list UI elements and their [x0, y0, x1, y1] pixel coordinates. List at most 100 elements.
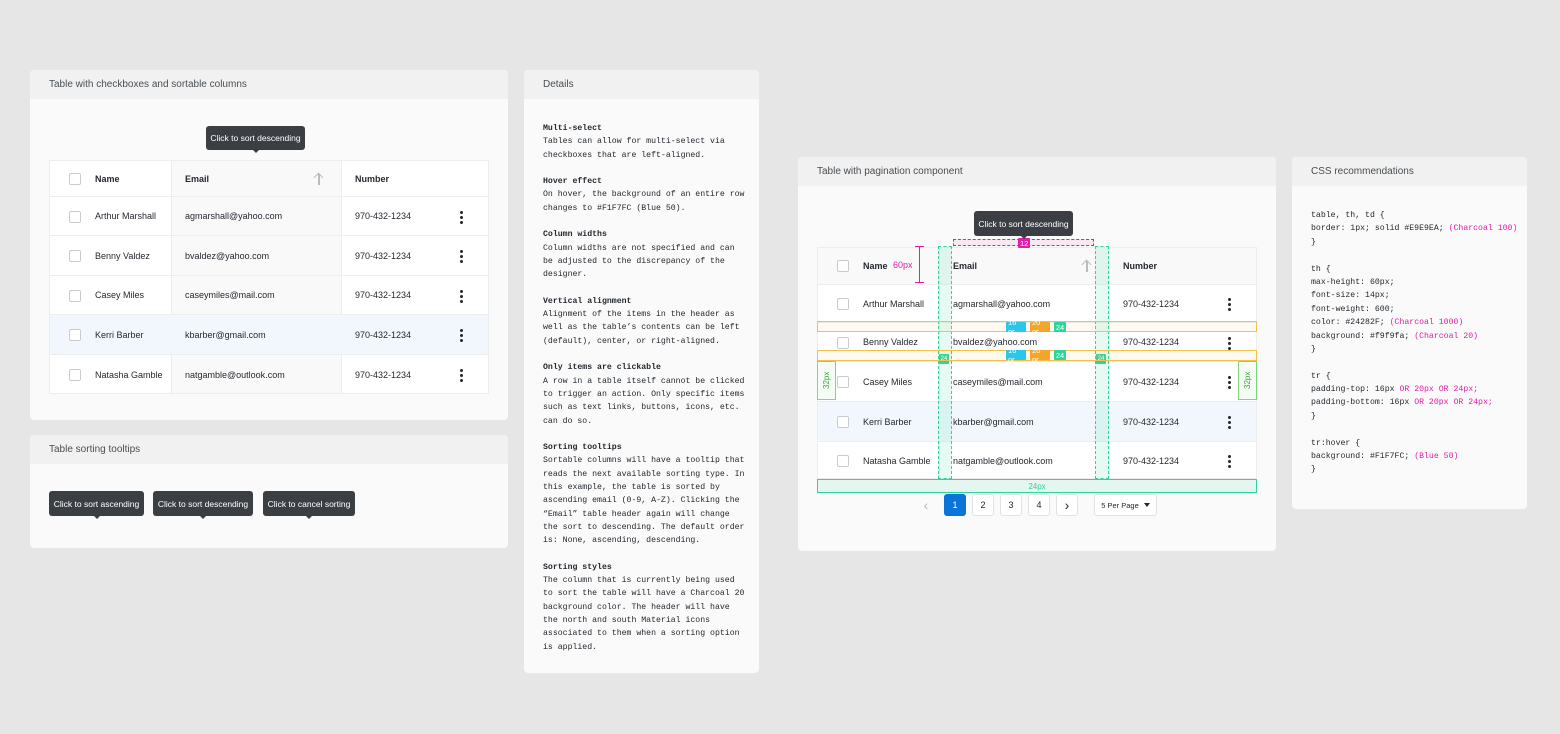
- more-options-icon[interactable]: [1228, 416, 1231, 429]
- css-code-text: max-height: 60px;: [1311, 277, 1395, 287]
- row-checkbox[interactable]: [69, 369, 81, 381]
- row-checkbox[interactable]: [69, 329, 81, 341]
- bottom-padding-annotation: [817, 479, 1257, 493]
- card-title: CSS recommendations: [1292, 157, 1527, 186]
- cell-number: 970-432-1234: [1123, 337, 1180, 347]
- cell-email: natgamble@outlook.com: [953, 455, 1053, 466]
- column-header-name[interactable]: Name: [95, 173, 120, 184]
- sortable-table-card: Table with checkboxes and sortable colum…: [30, 70, 508, 420]
- table-header-row: Name Email Number: [50, 161, 488, 196]
- more-options-icon[interactable]: [460, 210, 463, 224]
- table-header-row: Name Email Number: [818, 248, 1256, 284]
- page-button-3[interactable]: 3: [1000, 494, 1022, 516]
- more-options-icon[interactable]: [460, 369, 463, 382]
- cell-name: Casey Miles: [863, 376, 913, 387]
- details-paragraph: Alignment of the items in the header as …: [543, 310, 740, 346]
- more-options-icon[interactable]: [460, 289, 463, 303]
- column-gap-label: 24: [939, 354, 949, 364]
- per-page-select[interactable]: 5 Per Page: [1094, 494, 1157, 516]
- more-options-icon[interactable]: [1228, 336, 1231, 350]
- row-checkbox[interactable]: [69, 289, 81, 302]
- css-code-text: }: [1311, 411, 1316, 421]
- more-options-icon[interactable]: [1228, 455, 1231, 468]
- card-title: Table sorting tooltips: [30, 435, 508, 464]
- per-page-label: 5 Per Page: [1101, 500, 1139, 510]
- css-line: th {: [1311, 263, 1517, 276]
- column-header-email[interactable]: Email: [953, 261, 978, 271]
- page-button-1[interactable]: 1: [944, 494, 966, 516]
- column-header-email[interactable]: Email: [185, 173, 210, 184]
- css-line: border: 1px; solid #E9E9EA; (Charcoal 10…: [1311, 222, 1517, 235]
- column-header-number[interactable]: Number: [1123, 261, 1158, 271]
- cell-email: bvaldez@yahoo.com: [953, 337, 1038, 347]
- side-padding-annotation: [817, 361, 836, 400]
- cell-number: 970-432-1234: [1123, 298, 1180, 309]
- header-height-label: 60px: [893, 260, 913, 270]
- css-line: font-weight: 600;: [1311, 303, 1517, 316]
- tooltip-ascending: Click to sort ascending: [49, 491, 144, 519]
- css-comment: (Charcoal 20): [1414, 331, 1479, 341]
- css-line: table, th, td {: [1311, 209, 1517, 222]
- cell-number: 970-432-1234: [1123, 416, 1180, 427]
- css-code-text: tr:hover {: [1311, 438, 1361, 448]
- side-padding-label: 32px: [1243, 371, 1252, 390]
- column-divider: [1109, 248, 1110, 478]
- css-line: padding-bottom: 16px OR 20px OR 24px;: [1311, 396, 1517, 409]
- cell-name: Kerri Barber: [863, 416, 912, 427]
- cell-email: kbarber@gmail.com: [185, 329, 266, 340]
- row-checkbox[interactable]: [837, 455, 849, 467]
- details-paragraph: Tables can allow for multi-select via ch…: [543, 137, 725, 160]
- css-code-text: th {: [1311, 264, 1331, 274]
- row-checkbox[interactable]: [837, 336, 849, 349]
- details-paragraph: Column widths are not specified and can …: [543, 243, 735, 280]
- css-line: [1311, 423, 1517, 436]
- more-options-icon[interactable]: [1228, 298, 1231, 311]
- cell-name: Benny Valdez: [863, 337, 918, 347]
- css-line: background: #f9f9fa; (Charcoal 20): [1311, 330, 1517, 343]
- column-header-name[interactable]: Name: [863, 261, 888, 271]
- card-title: Table with pagination component: [798, 157, 1276, 186]
- css-line: tr {: [1311, 370, 1517, 383]
- side-padding-label: 32px: [822, 371, 831, 390]
- css-line: [1311, 356, 1517, 369]
- css-line: }: [1311, 236, 1517, 249]
- css-line: [1311, 249, 1517, 262]
- page-button-2[interactable]: 2: [972, 494, 994, 516]
- more-options-icon[interactable]: [460, 250, 463, 263]
- details-heading: Sorting styles: [543, 562, 612, 572]
- select-all-checkbox[interactable]: [69, 172, 81, 185]
- row-padding-20: 20 or: [1030, 318, 1050, 336]
- cell-number: 970-432-1234: [1123, 455, 1180, 466]
- cell-number: 970-432-1234: [1123, 376, 1180, 387]
- sort-ascending-icon[interactable]: [1081, 259, 1093, 273]
- details-heading: Sorting tooltips: [543, 443, 622, 453]
- more-options-icon[interactable]: [1228, 376, 1231, 389]
- row-checkbox[interactable]: [69, 250, 81, 262]
- next-page-button[interactable]: ›: [1056, 494, 1078, 516]
- details-paragraph: Sortable columns will have a tooltip tha…: [543, 456, 745, 546]
- prev-page-button[interactable]: ‹: [923, 497, 929, 513]
- css-comment: OR 20px OR 24px;: [1399, 385, 1479, 395]
- header-height-annotation: [915, 246, 924, 247]
- column-divider: [171, 161, 172, 393]
- column-header-number[interactable]: Number: [355, 173, 390, 184]
- cell-name: Arthur Marshall: [95, 211, 157, 221]
- css-code-text: tr {: [1311, 371, 1331, 381]
- sort-ascending-icon[interactable]: [313, 172, 325, 186]
- cell-number: 970-432-1234: [355, 211, 412, 221]
- css-code-text: color: #24282F;: [1311, 318, 1390, 328]
- more-options-icon[interactable]: [460, 329, 463, 342]
- page-button-4[interactable]: 4: [1028, 494, 1050, 516]
- select-all-checkbox[interactable]: [837, 260, 849, 272]
- row-checkbox[interactable]: [69, 210, 81, 223]
- row-checkbox[interactable]: [837, 416, 849, 428]
- row-checkbox[interactable]: [837, 376, 849, 388]
- row-padding-16: 16 or: [1006, 318, 1026, 336]
- row-checkbox[interactable]: [837, 298, 849, 310]
